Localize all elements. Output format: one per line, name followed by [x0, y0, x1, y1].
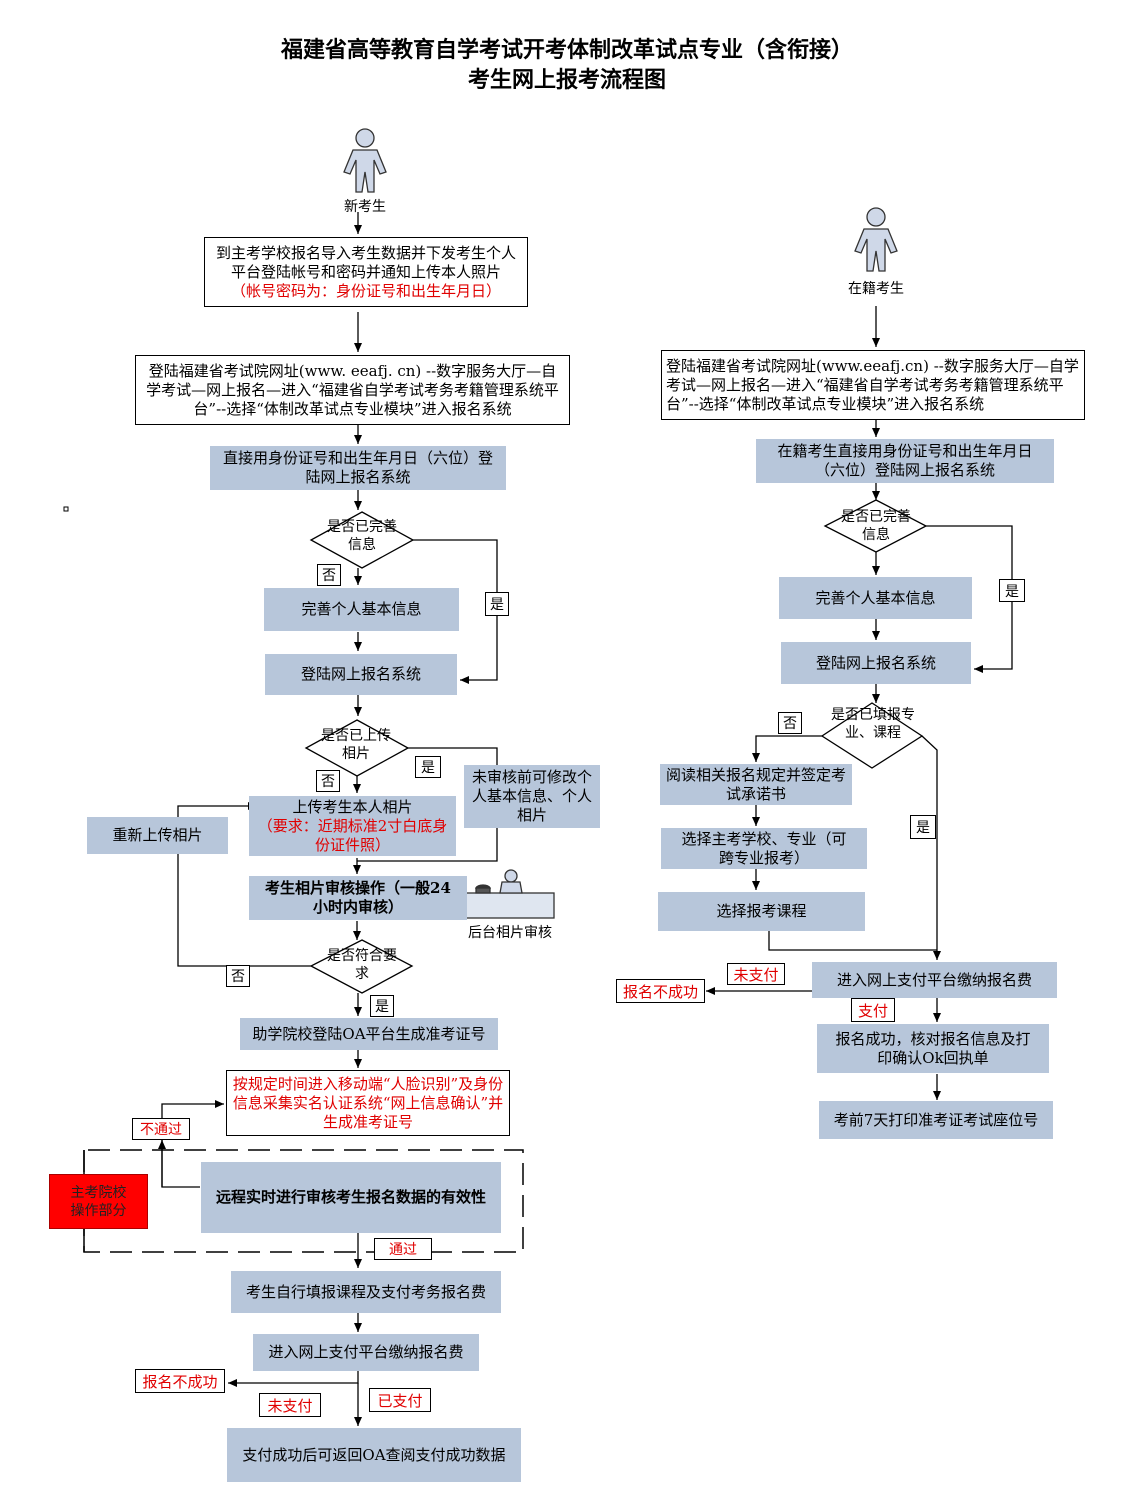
- node-payment-success-text: 支付成功后可返回OA查阅支付成功数据: [242, 1445, 506, 1464]
- node-r-select-school-text: 选择主考学校、专业（可跨专业报考）: [681, 829, 847, 867]
- decision-diamond-r2: [820, 702, 924, 769]
- tag-no-1: 否: [317, 564, 341, 586]
- node-r-login-with-id: 在籍考生直接用身份证号和出生年月日（六位）登陆网上报名系统: [756, 439, 1054, 483]
- node-generate-ticket-text: 助学院校登陆OA平台生成准考证号: [252, 1024, 486, 1043]
- decision-diamond-3: [309, 939, 414, 994]
- node-r-login-website: 登陆福建省考试院网址(www.eeafj.cn) --数字服务大厅—自学考试—网…: [661, 350, 1085, 420]
- decision-r-info-complete: 是否已完善信息: [841, 509, 911, 543]
- node-r-select-courses-text: 选择报考课程: [716, 902, 807, 920]
- tag-r-unpaid: 未支付: [727, 963, 785, 985]
- node-login-with-id: 直接用身份证号和出生年月日（六位）登陆网上报名系统: [210, 446, 506, 490]
- actor-label-new-student: 新考生: [344, 199, 386, 215]
- node-import-data: 到主考学校报名导入考生数据并下发考生个人平台登陆帐号和密码并通知上传本人照片（帐…: [204, 237, 528, 307]
- tag-r-paid: 支付: [851, 998, 895, 1022]
- page-title: 福建省高等教育自学考试开考体制改革试点专业（含衔接）: [280, 37, 853, 63]
- result-failed-right: 报名不成功: [616, 979, 705, 1003]
- decision-photo-uploaded: 是否已上传相片: [321, 728, 391, 762]
- node-school-part: 主考院校操作部分: [49, 1174, 148, 1229]
- node-r-select-school: 选择主考学校、专业（可跨专业报考）: [661, 828, 867, 869]
- node-online-payment-text: 进入网上支付平台缴纳报名费: [268, 1343, 464, 1361]
- decision-info-complete: 是否已完善信息: [327, 519, 397, 553]
- tag-yes-3: 是: [370, 995, 394, 1017]
- node-r-login-system-text: 登陆网上报名系统: [815, 653, 936, 672]
- page-subtitle: 考生网上报考流程图: [467, 67, 666, 93]
- node-upload-photo-text: 上传考生本人相片: [292, 797, 413, 816]
- node-fill-courses: 考生自行填报课程及支付考务报名费: [231, 1271, 501, 1313]
- node-login-website-text: 登陆福建省考试院网址(www. eeafj. cn) --数字服务大厅—自学考试…: [146, 361, 559, 418]
- node-login-system: 登陆网上报名系统: [265, 654, 457, 695]
- node-r-print-ticket: 考前7天打印准考证考试座位号: [819, 1101, 1053, 1139]
- decision-r-filled-major: 是否已填报专业、课程: [831, 707, 915, 741]
- node-r-login-with-id-text: 在籍考生直接用身份证号和出生年月日（六位）登陆网上报名系统: [777, 442, 1033, 479]
- node-modify-note: 未审核前可修改个人基本信息、个人相片: [464, 765, 600, 828]
- tag-r-no-2: 否: [778, 712, 802, 734]
- node-face-recognition-text: 按规定时间进入移动端“人脸识别”及身份信息采集实名认证系统“网上信息确认”并生成…: [232, 1074, 504, 1131]
- node-online-payment: 进入网上支付平台缴纳报名费: [253, 1334, 479, 1371]
- node-remote-review: 远程实时进行审核考生报名数据的有效性: [201, 1162, 501, 1233]
- node-login-website: 登陆福建省考试院网址(www. eeafj. cn) --数字服务大厅—自学考试…: [135, 355, 570, 425]
- stray-marker: [63, 506, 69, 512]
- node-reupload-photo: 重新上传相片: [87, 817, 228, 854]
- node-fill-courses-text: 考生自行填报课程及支付考务报名费: [245, 1282, 486, 1301]
- node-r-online-payment: 进入网上支付平台缴纳报名费: [812, 962, 1057, 998]
- tag-passed: 通过: [374, 1238, 432, 1260]
- tag-yes-1: 是: [485, 592, 509, 616]
- node-generate-ticket: 助学院校登陆OA平台生成准考证号: [240, 1018, 498, 1050]
- node-photo-review: 考生相片审核操作（一般24小时内审核）: [249, 876, 467, 920]
- tag-yes-2: 是: [415, 756, 441, 778]
- node-school-part-text: 主考院校操作部分: [70, 1184, 127, 1219]
- tag-no-3: 否: [226, 965, 250, 987]
- node-complete-info: 完善个人基本信息: [264, 588, 459, 631]
- person-icon-left: [343, 128, 387, 193]
- decision-meets-requirement: 是否符合要求: [327, 948, 397, 982]
- node-r-registration-success-text: 报名成功，核对报名信息及打印确认Ok回执单: [835, 1029, 1031, 1067]
- result-failed-left: 报名不成功: [135, 1369, 225, 1393]
- node-complete-info-text: 完善个人基本信息: [301, 600, 422, 618]
- tag-unpaid-left: 未支付: [259, 1393, 321, 1417]
- tag-paid-left: 已支付: [369, 1388, 431, 1412]
- node-r-complete-info: 完善个人基本信息: [779, 577, 972, 619]
- node-login-system-text: 登陆网上报名系统: [300, 665, 421, 683]
- node-import-data-text: 到主考学校报名导入考生数据并下发考生个人平台登陆帐号和密码并通知上传本人照片: [215, 243, 516, 281]
- node-r-read-rules: 阅读相关报名规定并签定考试承诺书: [660, 764, 852, 805]
- node-r-select-courses: 选择报考课程: [658, 892, 865, 931]
- node-r-complete-info-text: 完善个人基本信息: [815, 588, 936, 607]
- node-modify-note-text: 未审核前可修改个人基本信息、个人相片: [471, 768, 592, 824]
- backend-review-label: 后台相片审核: [468, 925, 552, 941]
- node-face-recognition: 按规定时间进入移动端“人脸识别”及身份信息采集实名认证系统“网上信息确认”并生成…: [226, 1070, 510, 1136]
- tag-not-passed: 不通过: [132, 1118, 190, 1140]
- node-reupload-photo-text: 重新上传相片: [112, 826, 203, 844]
- node-r-online-payment-text: 进入网上支付平台缴纳报名费: [836, 970, 1032, 989]
- node-r-print-ticket-text: 考前7天打印准考证考试座位号: [833, 1110, 1039, 1129]
- backend-operator-icon: [465, 869, 555, 919]
- node-r-login-system: 登陆网上报名系统: [781, 642, 971, 684]
- node-r-login-website-text: 登陆福建省考试院网址(www.eeafj.cn) --数字服务大厅—自学考试—网…: [666, 356, 1079, 413]
- node-remote-review-text: 远程实时进行审核考生报名数据的有效性: [215, 1188, 486, 1206]
- node-r-registration-success: 报名成功，核对报名信息及打印确认Ok回执单: [817, 1024, 1049, 1073]
- node-r-read-rules-text: 阅读相关报名规定并签定考试承诺书: [666, 765, 847, 803]
- node-upload-photo-requirement: （要求：近期标准2寸白底身份证件照）: [257, 816, 448, 854]
- node-payment-success: 支付成功后可返回OA查阅支付成功数据: [227, 1428, 521, 1482]
- tag-r-yes-2: 是: [910, 815, 936, 839]
- node-login-with-id-text: 直接用身份证号和出生年月日（六位）登陆网上报名系统: [222, 449, 493, 486]
- tag-r-yes-1: 是: [999, 579, 1025, 602]
- tag-no-2: 否: [316, 770, 340, 792]
- node-import-data-note: （帐号密码为：身份证号和出生年月日）: [230, 281, 501, 300]
- node-photo-review-text: 考生相片审核操作（一般24小时内审核）: [265, 879, 451, 916]
- decision-diamond-1: [309, 511, 415, 569]
- node-upload-photo: 上传考生本人相片（要求：近期标准2寸白底身份证件照）: [249, 796, 456, 856]
- actor-label-enrolled-student: 在籍考生: [848, 281, 904, 297]
- person-icon-right: [854, 207, 898, 272]
